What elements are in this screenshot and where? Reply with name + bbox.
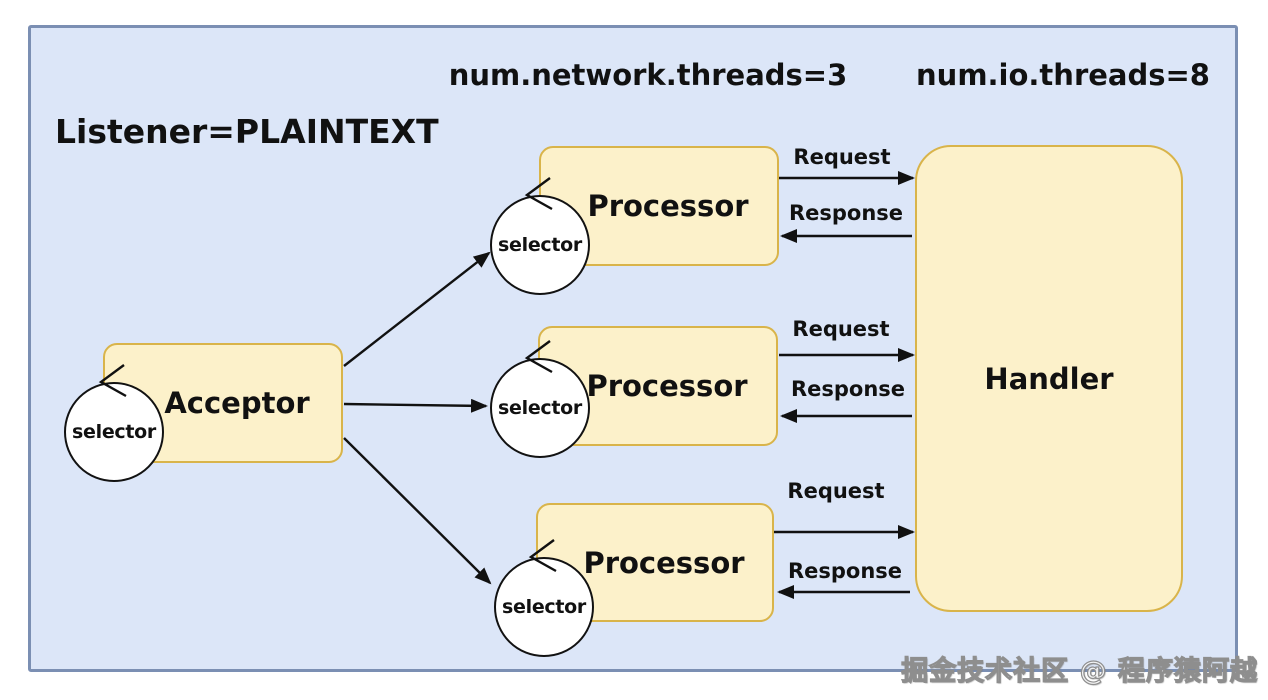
response-label-3: Response [787, 559, 903, 583]
selector-label: selector [502, 596, 586, 618]
response-label-2: Response [790, 377, 906, 401]
request-label-2: Request [792, 317, 890, 341]
processor-label: Processor [586, 369, 748, 403]
processor-label: Processor [587, 189, 749, 223]
network-threads-label: num.network.threads=3 [448, 58, 848, 92]
watermark: 掘金技术社区 @ 程序猿阿越 [901, 655, 1258, 687]
io-threads-label: num.io.threads=8 [916, 58, 1210, 92]
processor-3-selector-circle: selector [494, 557, 594, 657]
processor-label: Processor [583, 545, 745, 580]
selector-label: selector [498, 234, 582, 256]
response-label-1: Response [788, 201, 904, 225]
acceptor-selector-circle: selector [64, 382, 164, 482]
handler-node: Handler [915, 145, 1183, 612]
processor-1-selector-circle: selector [490, 195, 590, 295]
processor-2-selector-circle: selector [490, 358, 590, 458]
request-label-1: Request [793, 145, 891, 169]
handler-label: Handler [984, 361, 1114, 396]
selector-label: selector [72, 421, 156, 443]
selector-label: selector [498, 397, 582, 419]
listener-label: Listener=PLAINTEXT [55, 112, 439, 151]
request-label-3: Request [787, 479, 885, 503]
acceptor-label: Acceptor [164, 386, 310, 420]
